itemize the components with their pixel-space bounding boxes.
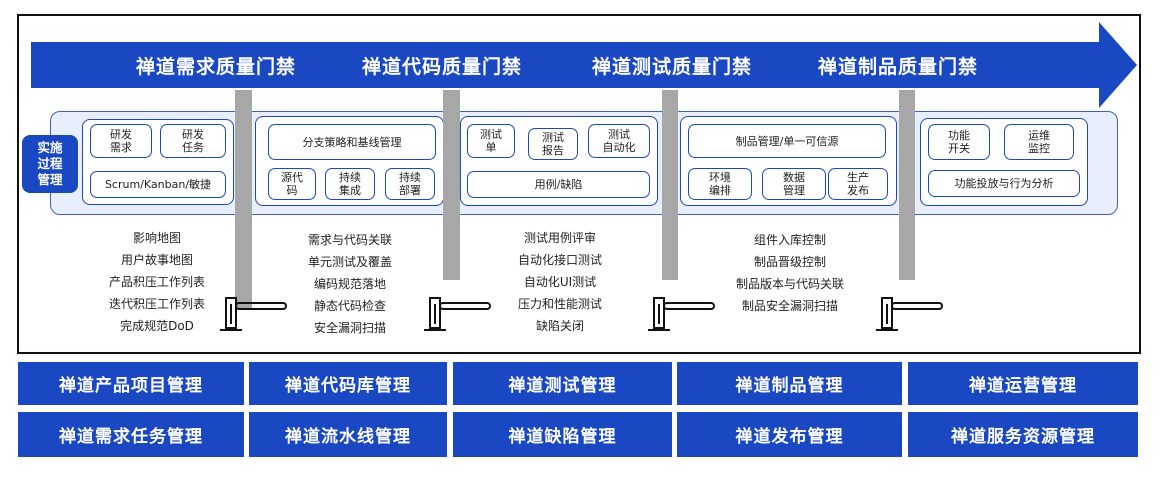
gate-pole-2 xyxy=(443,90,460,280)
stage-3-list: 测试用例评审 自动化接口测试 自动化UI测试 压力和性能测试 缺陷关闭 xyxy=(480,227,640,337)
tile-artifact-management: 禅道制品管理 xyxy=(677,362,902,405)
box-env-orchestration: 环境 编排 xyxy=(688,168,752,200)
list-item: 用户故事地图 xyxy=(120,253,193,267)
list-item: 缺陷关闭 xyxy=(535,319,584,333)
box-cd: 持续 部署 xyxy=(385,168,435,200)
list-item: 静态代码检查 xyxy=(313,299,386,313)
tile-service-resource: 禅道服务资源管理 xyxy=(908,412,1138,457)
list-item: 影响地图 xyxy=(132,231,181,245)
box-scrum-kanban: Scrum/Kanban/敏捷 xyxy=(90,171,226,198)
gate-code-title: 禅道代码质量门禁 xyxy=(362,56,523,78)
tile-pipeline: 禅道流水线管理 xyxy=(249,412,447,457)
barrier-gate-icon xyxy=(424,297,491,331)
list-item: 制品版本与代码关联 xyxy=(735,277,844,291)
barrier-gate-icon xyxy=(876,297,943,331)
gate-pole-1 xyxy=(235,90,252,308)
tile-operations: 禅道运营管理 xyxy=(908,362,1138,405)
tile-defect-management: 禅道缺陷管理 xyxy=(453,412,672,457)
gate-pole-3 xyxy=(662,90,678,280)
tile-product-project: 禅道产品项目管理 xyxy=(18,362,244,405)
stage-4-list: 组件入库控制 制品晋级控制 制品版本与代码关联 制品安全漏洞扫描 xyxy=(705,229,875,317)
barrier-gate-icon xyxy=(648,297,715,331)
list-item: 自动化UI测试 xyxy=(523,275,597,289)
implementation-process-label: 实施 过程 管理 xyxy=(22,135,78,193)
list-item: 编码规范落地 xyxy=(313,277,386,291)
stage-2-list: 需求与代码关联 单元测试及覆盖 编码规范落地 静态代码检查 安全漏洞扫描 xyxy=(270,229,430,339)
gate-requirements-title: 禅道需求质量门禁 xyxy=(136,56,297,78)
list-item: 压力和性能测试 xyxy=(517,297,602,311)
box-test-automation: 测试 自动化 xyxy=(588,124,650,158)
list-item: 安全漏洞扫描 xyxy=(313,321,386,335)
list-item: 单元测试及覆盖 xyxy=(307,255,392,269)
stage-1-list: 影响地图 用户故事地图 产品积压工作列表 迭代积压工作列表 完成规范DoD xyxy=(82,227,232,337)
box-test-sheet: 测试 单 xyxy=(467,124,515,158)
gate-artifact-title: 禅道制品质量门禁 xyxy=(818,56,979,78)
box-rd-requirement: 研发 需求 xyxy=(90,124,152,158)
box-ops-monitoring: 运维 监控 xyxy=(1004,124,1074,160)
box-test-report: 测试 报告 xyxy=(528,128,578,160)
box-case-defect: 用例/缺陷 xyxy=(467,171,650,198)
pipeline-arrow xyxy=(31,22,1137,108)
box-production-release: 生产 发布 xyxy=(828,168,888,200)
tile-release-management: 禅道发布管理 xyxy=(677,412,902,457)
box-branch-baseline: 分支策略和基线管理 xyxy=(268,124,436,160)
list-item: 制品安全漏洞扫描 xyxy=(741,299,838,313)
barrier-gate-icon xyxy=(220,297,287,331)
box-source-code: 源代 码 xyxy=(268,168,316,200)
box-artifact-source: 制品管理/单一可信源 xyxy=(688,124,886,158)
tile-code-repo: 禅道代码库管理 xyxy=(249,362,447,405)
list-item: 产品积压工作列表 xyxy=(108,275,205,289)
list-item: 自动化接口测试 xyxy=(517,253,602,267)
gate-test-title: 禅道测试质量门禁 xyxy=(592,56,753,78)
list-item: 测试用例评审 xyxy=(523,231,596,245)
tile-test-management: 禅道测试管理 xyxy=(453,362,672,405)
box-ci: 持续 集成 xyxy=(325,168,375,200)
box-data-management: 数据 管理 xyxy=(762,168,826,200)
box-feature-analysis: 功能投放与行为分析 xyxy=(928,170,1080,197)
list-item: 完成规范DoD xyxy=(120,319,194,333)
box-feature-toggle: 功能 开关 xyxy=(928,124,990,160)
gate-pole-4 xyxy=(899,90,915,280)
tile-requirement-task: 禅道需求任务管理 xyxy=(18,412,244,457)
box-rd-task: 研发 任务 xyxy=(160,124,226,158)
list-item: 需求与代码关联 xyxy=(307,233,392,247)
list-item: 组件入库控制 xyxy=(753,233,826,247)
list-item: 迭代积压工作列表 xyxy=(108,297,205,311)
list-item: 制品晋级控制 xyxy=(753,255,826,269)
